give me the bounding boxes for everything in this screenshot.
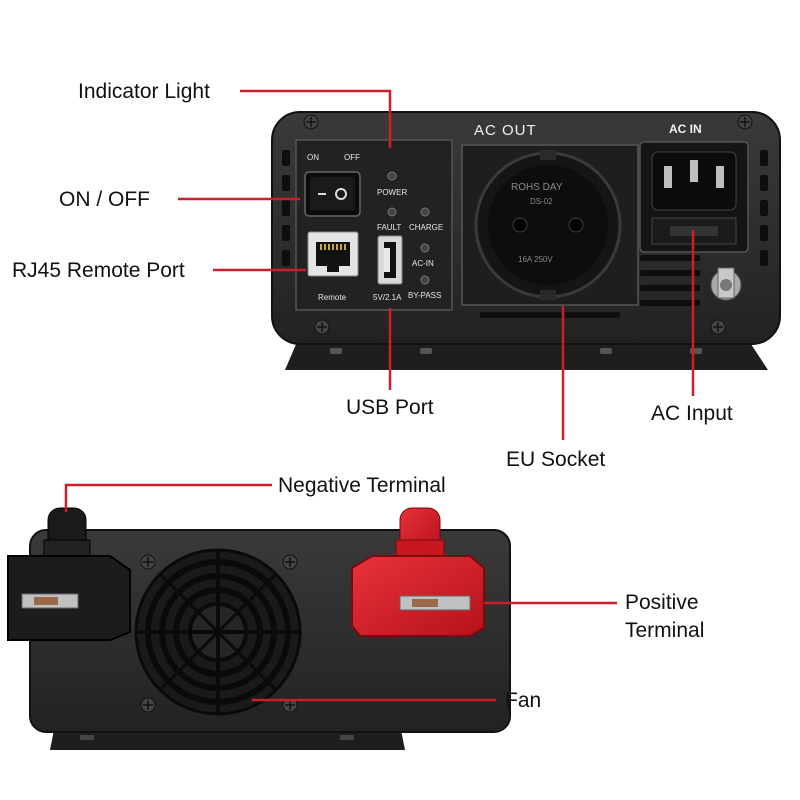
switch-off-mark [335,188,347,200]
negative-terminal[interactable] [7,507,131,641]
positive-terminal-callout-line1: Positive [625,591,699,614]
ground-terminal[interactable] [710,267,742,301]
screw [303,114,753,335]
ac-in-title: AC IN [669,122,702,136]
fan [134,548,302,716]
off-label: OFF [344,153,360,162]
socket-rating: 16A 250V [518,255,553,264]
ac-in-led [420,243,430,253]
negative-terminal-callout: Negative Terminal [278,474,446,497]
fault-led [387,207,397,217]
ac-out-label: AC OUT [474,122,537,139]
fault-led-label: FAULT [377,223,401,232]
fan-callout: Fan [505,689,541,712]
charge-led [420,207,430,217]
rear-panel [7,507,511,750]
bypass-led-label: BY-PASS [408,291,441,300]
side-vents [282,150,768,318]
usb-rating-label: 5V/2.1A [373,293,402,302]
positive-terminal-callout-line2: Terminal [625,619,704,642]
rj45-callout: RJ45 Remote Port [12,259,185,282]
eu-socket-callout: EU Socket [506,448,605,471]
remote-label: Remote [318,293,347,302]
positive-terminal[interactable] [351,507,485,637]
socket-model: DS-02 [530,197,553,206]
bypass-led [420,275,430,285]
negative-terminal-line [64,483,272,512]
usb-callout: USB Port [346,396,434,419]
on-off-callout: ON / OFF [59,188,150,211]
indicator-light-callout: Indicator Light [78,80,210,103]
power-led [387,171,397,181]
screw [140,554,298,713]
charge-led-label: CHARGE [409,223,443,232]
front-panel: ON OFF POWER FAULT CHARGE AC-IN BY-PASS … [271,111,781,370]
ac-in-led-label: AC-IN [412,259,434,268]
socket-brand: ROHS DAY [511,182,563,193]
indicator-light-line [240,89,392,148]
on-label: ON [307,153,319,162]
power-led-label: POWER [377,188,407,197]
ac-input-callout: AC Input [651,402,733,425]
callout-lines [64,89,695,702]
